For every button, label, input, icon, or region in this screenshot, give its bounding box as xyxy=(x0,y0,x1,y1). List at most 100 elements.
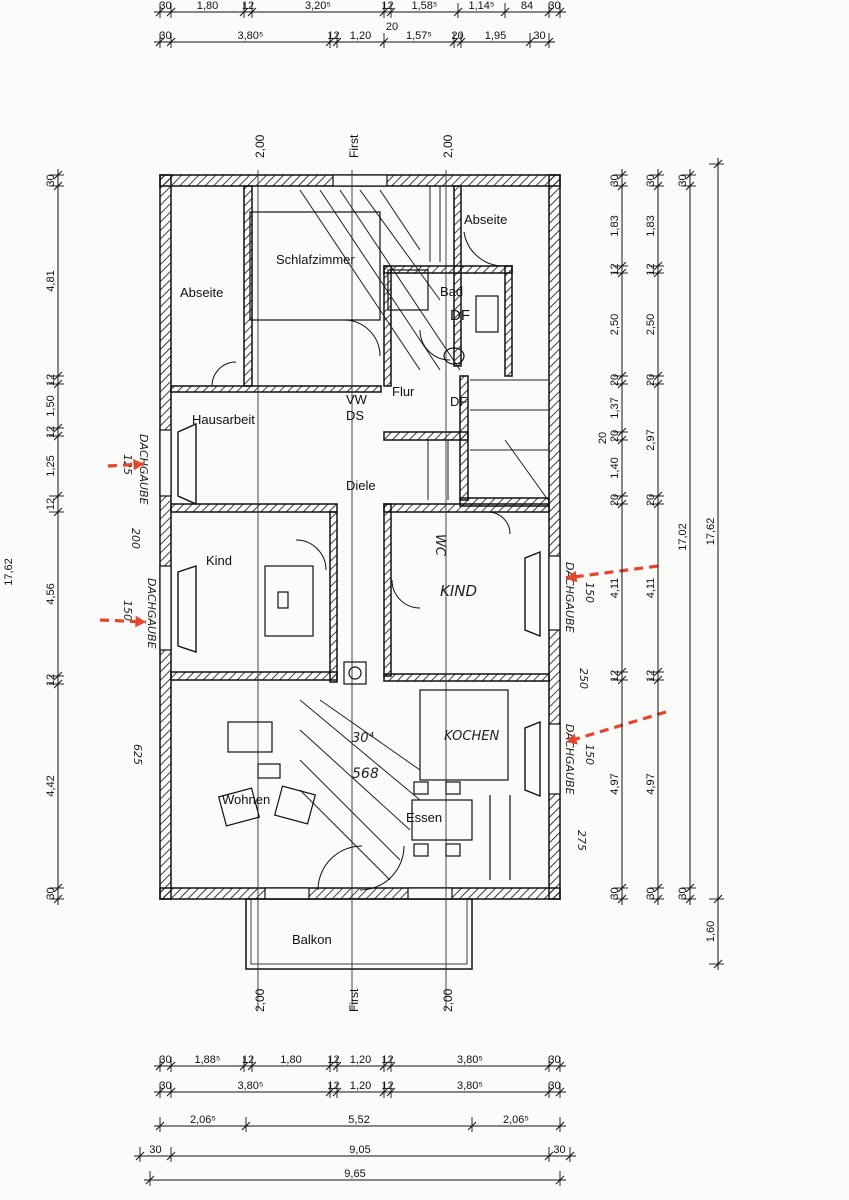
dim-label: 30 xyxy=(548,1080,560,1092)
dim-label: 1,25 xyxy=(45,455,57,476)
wall-abseite-right xyxy=(453,185,462,367)
dim-label: 5,52 xyxy=(348,1114,369,1126)
dim-label: 12 xyxy=(381,1080,393,1092)
dim-bottom-row3: 2,06⁵ 5,52 2,06⁵ xyxy=(154,1114,566,1132)
axis-labels: 2,00 First 2,00 2,00 First 2,00 xyxy=(253,134,455,1012)
dim-label: 3,80⁵ xyxy=(238,30,264,42)
dim-label: 12 xyxy=(45,426,57,438)
dim-label: 12 xyxy=(645,263,657,275)
dim-label: 20 xyxy=(609,374,621,386)
room-wohnen: Wohnen xyxy=(222,792,270,807)
dim-label: 12 xyxy=(242,1054,254,1066)
dim-label: 9,05 xyxy=(349,1144,370,1156)
dim-label: 17,62 xyxy=(705,518,717,546)
room-bad-df: DF xyxy=(450,307,470,324)
dim-label: 17,02 xyxy=(677,523,689,551)
dim-label: 30 xyxy=(159,0,171,12)
dim-label: 4,97 xyxy=(645,773,657,794)
windows xyxy=(159,174,561,900)
room-wc: WC xyxy=(432,534,447,557)
dim-label: 1,60 xyxy=(705,921,717,942)
dim-label: 30 xyxy=(159,30,171,42)
balcony-outline xyxy=(245,898,473,970)
room-kochen: KOCHEN xyxy=(444,729,499,744)
dim-label: 1,83 xyxy=(645,215,657,236)
note-200: 200 xyxy=(129,528,142,549)
room-vw: VW xyxy=(346,392,368,407)
room-kind-left: Kind xyxy=(206,553,232,568)
room-kind-right: KIND xyxy=(440,582,477,600)
red-arrow xyxy=(565,710,667,745)
dormers xyxy=(177,422,541,798)
room-essen: Essen xyxy=(406,810,442,825)
note-275: 275 xyxy=(575,830,588,851)
walls xyxy=(159,174,561,900)
dim-label: 1,14⁵ xyxy=(469,0,495,12)
wall-flur-bottom xyxy=(383,431,469,441)
dim-label: 30 xyxy=(533,30,545,42)
dim-label: 12 xyxy=(45,498,57,510)
dim-label: 1,40 xyxy=(609,457,621,478)
note-dachgaube-left-bottom-width: 150 xyxy=(121,600,134,621)
dim-label: 4,11 xyxy=(609,578,621,599)
dim-label: 1,83 xyxy=(609,215,621,236)
note-dachgaube-left-top: DACHGAUBE xyxy=(137,434,150,505)
dim-top-mid: 20 xyxy=(386,21,398,33)
dim-label: 2,06⁵ xyxy=(190,1114,216,1126)
dim-label: 1,20 xyxy=(350,1054,371,1066)
dim-label: 30 xyxy=(149,1144,161,1156)
handwritten-notes: DACHGAUBE 125 DACHGAUBE 150 200 625 DACH… xyxy=(121,434,596,851)
note-dachgaube-right-bottom-width: 150 xyxy=(583,744,596,765)
dim-label: 12 xyxy=(609,263,621,275)
wall-kind-top xyxy=(170,503,338,513)
dim-label: 30 xyxy=(645,174,657,186)
dim-label: 20 xyxy=(609,494,621,506)
axis-top-left: 2,00 xyxy=(253,134,267,158)
dim-label: 1,58⁵ xyxy=(412,0,438,12)
note-30: 30⁴ xyxy=(352,731,375,746)
axis-top-right: 2,00 xyxy=(441,134,455,158)
red-arrow xyxy=(565,564,659,583)
dim-label: 12 xyxy=(381,1054,393,1066)
room-schlafzimmer: Schlafzimmer xyxy=(276,252,355,267)
wall-kind-right xyxy=(329,511,338,683)
wall-bad-right xyxy=(504,265,513,377)
dim-label: 2,97 xyxy=(645,429,657,450)
axis-bottom-first: First xyxy=(347,988,361,1012)
wall-hausarbeit-top xyxy=(170,385,382,393)
note-625: 625 xyxy=(131,744,144,765)
dim-label: 30 xyxy=(645,887,657,899)
dim-label: 20 xyxy=(645,374,657,386)
dim-label: 1,20 xyxy=(350,30,371,42)
wall-abseite-left xyxy=(243,185,253,387)
dim-label: 20 xyxy=(645,494,657,506)
dim-label: 3,80⁵ xyxy=(457,1080,483,1092)
axis-top-first: First xyxy=(347,134,361,158)
dim-label: 84 xyxy=(521,0,533,12)
dim-label: 2,06⁵ xyxy=(503,1114,529,1126)
axis-lines xyxy=(257,170,447,1010)
dim-label: 30 xyxy=(159,1054,171,1066)
dim-label: 3,80⁵ xyxy=(238,1080,264,1092)
dim-label: 30 xyxy=(548,0,560,12)
stairs xyxy=(299,186,549,881)
dim-label: 30 xyxy=(548,1054,560,1066)
red-arrow xyxy=(107,458,145,471)
room-flur-df: DF xyxy=(450,394,467,409)
dim-label: 4,97 xyxy=(609,773,621,794)
dim-label: 4,81 xyxy=(45,270,57,291)
dim-label: 12 xyxy=(327,1054,339,1066)
note-dachgaube-right-top-width: 150 xyxy=(583,582,596,603)
dim-label: 2,50 xyxy=(645,314,657,335)
dim-label: 12 xyxy=(45,674,57,686)
dim-label: 1,50 xyxy=(45,395,57,416)
outer-wall-left xyxy=(159,174,172,900)
